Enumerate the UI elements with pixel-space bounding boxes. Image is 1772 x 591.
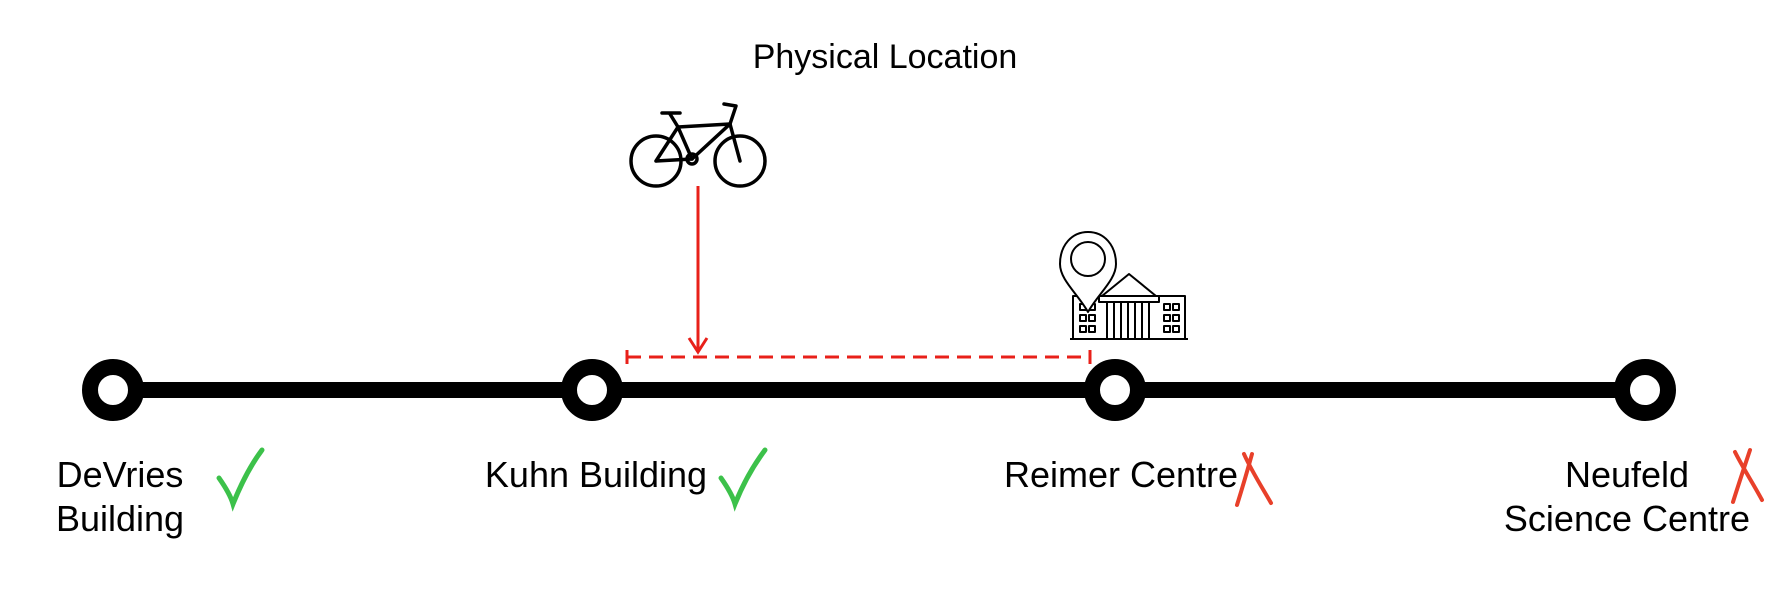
bicycle-icon [629,102,767,188]
cross-icon-reimer [1235,452,1273,507]
stop-node-kuhn [561,359,623,421]
stop-label-devries: DeVries [57,454,184,495]
stop-label-neufeld: Neufeld [1565,454,1689,495]
check-icon-devries [216,447,265,512]
stop-node-devries [82,359,144,421]
stop-node-neufeld [1614,359,1676,421]
stop-label-devries-line2: Building [56,498,184,539]
stop-node-reimer [1084,359,1146,421]
check-icon-kuhn [718,447,768,512]
stop-label-kuhn: Kuhn Building [485,454,707,495]
diagram-title: Physical Location [753,38,1018,76]
position-pointer-arrow [687,186,709,355]
distance-range-marker [625,350,1092,364]
cross-icon-neufeld [1731,448,1764,504]
stop-label-neufeld-line2: Science Centre [1504,498,1750,539]
location-pin-building-icon [1059,231,1188,340]
stop-label-reimer: Reimer Centre [1004,454,1238,495]
